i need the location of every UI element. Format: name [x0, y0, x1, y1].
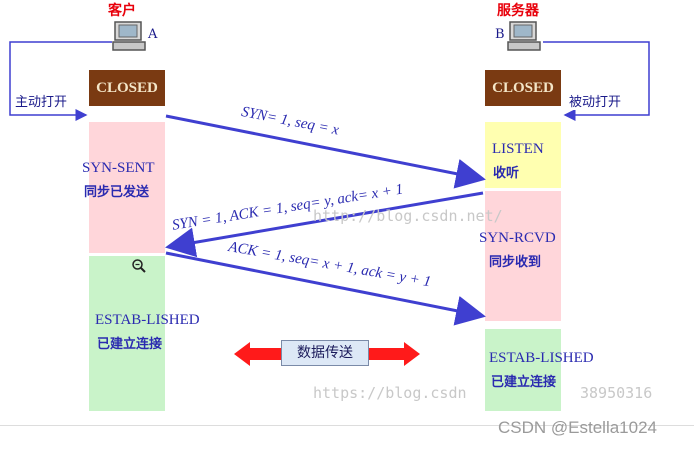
- divider: [0, 425, 694, 426]
- server-syn-rcvd-en: SYN-RCVD: [479, 230, 556, 246]
- computer-icon: [112, 21, 146, 51]
- csdn-credit: CSDN @Estella1024: [498, 418, 657, 437]
- server-open-label: 被动打开: [567, 91, 624, 110]
- server-established-cn: 已建立连接: [491, 375, 557, 390]
- data-transfer-label: 数据传送: [281, 340, 369, 366]
- server-syn-rcvd-box: [485, 191, 561, 321]
- watermark-2: https://blog.csdn: [313, 384, 467, 402]
- server-tag: B: [495, 27, 505, 42]
- computer-icon: [507, 21, 541, 51]
- watermark-3: 38950316: [580, 384, 653, 402]
- client-syn-sent-en: SYN-SENT: [82, 160, 155, 176]
- client-syn-sent-box: [89, 122, 165, 253]
- ack-arrow: [165, 251, 486, 326]
- server-established-box: [485, 329, 561, 411]
- server-listen-box: [485, 122, 561, 188]
- syn-ack-arrow: [165, 191, 484, 258]
- client-tag: A: [148, 27, 158, 42]
- syn-arrow: [165, 114, 486, 189]
- watermark-1: http://blog.csdn.net/: [313, 207, 503, 225]
- server-established-en: ESTAB-LISHED: [489, 350, 594, 366]
- client-syn-sent-cn: 同步已发送: [84, 185, 150, 200]
- server-syn-rcvd-cn: 同步收到: [489, 255, 542, 270]
- server-listen-en: LISTEN: [492, 141, 544, 157]
- magnifier-icon: [132, 259, 146, 273]
- server-listen-cn: 收听: [493, 166, 520, 181]
- client-title: 客户: [108, 3, 136, 19]
- server-closed-state: CLOSED: [485, 70, 561, 106]
- server-title: 服务器: [497, 3, 539, 19]
- client-established-cn: 已建立连接: [97, 337, 163, 352]
- client-closed-state: CLOSED: [89, 70, 165, 106]
- client-established-box: [89, 256, 165, 411]
- client-open-label: 主动打开: [13, 91, 70, 110]
- client-established-en: ESTAB-LISHED: [95, 312, 200, 328]
